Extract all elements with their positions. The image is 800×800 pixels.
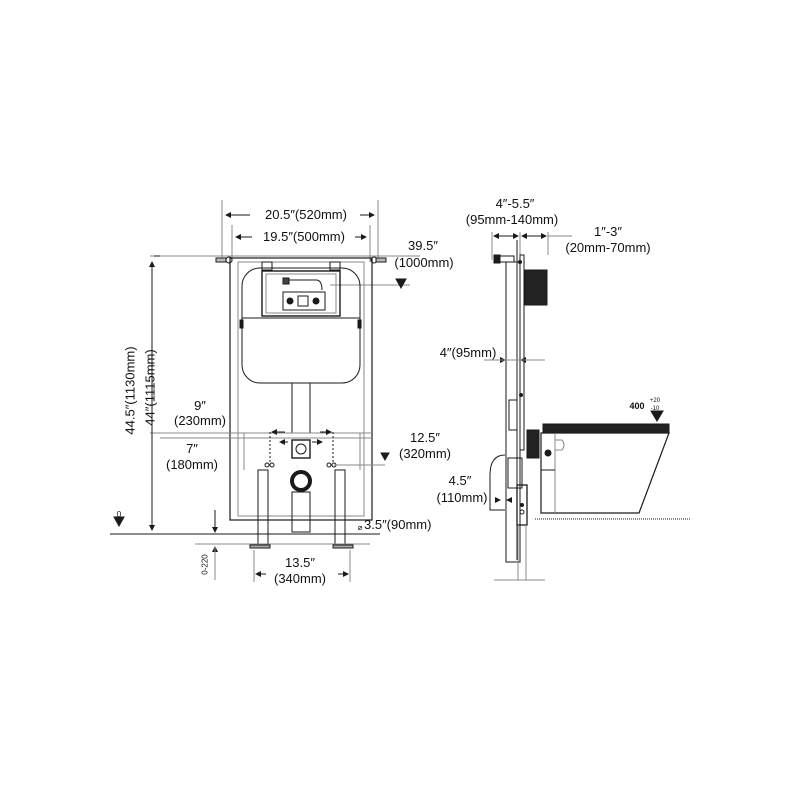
dim-total-height: 44.5″(1130mm) <box>122 346 138 435</box>
diameter-symbol: ⌀ <box>357 523 363 532</box>
floor-zero-label: 0 <box>116 510 122 519</box>
seat-height-label: 400 <box>629 401 645 411</box>
dim-drain-diameter: 3.5″(90mm) <box>364 517 432 532</box>
dim-feet-spacing-mm: (340mm) <box>273 571 326 586</box>
dim-bolt-height-in: 12.5″ <box>410 430 440 445</box>
dim-feet-spacing-in: 13.5″ <box>285 555 315 570</box>
dim-pipe-offset-in: 4.5″ <box>448 473 472 488</box>
dim-bolt-height-mm: (320mm) <box>398 446 451 461</box>
dim-width-inner: 19.5″(500mm) <box>263 229 345 244</box>
side-view <box>484 232 690 581</box>
front-view <box>110 200 420 582</box>
dim-depth-range-in: 4″-5.5″ <box>495 196 535 211</box>
dim-inlet-spacing-mm: (180mm) <box>165 457 218 472</box>
dim-wall-range-in: 1″-3″ <box>594 224 622 239</box>
foot-adjust-label: 0-220 <box>200 554 210 575</box>
dim-inlet-spacing-in: 7″ <box>186 441 198 456</box>
dim-pipe-offset-mm: (110mm) <box>436 490 488 505</box>
seat-tolerance-plus: +20 <box>649 398 661 404</box>
dim-bolt-spacing-mm: (230mm) <box>173 413 226 428</box>
dim-top-height-in: 39.5″ <box>408 238 438 253</box>
dim-frame-height: 44″(1115mm) <box>142 349 158 426</box>
dim-top-height-mm: (1000mm) <box>394 255 454 270</box>
dim-frame-depth: 4″(95mm) <box>439 345 497 360</box>
dim-bolt-spacing-in: 9″ <box>194 398 206 413</box>
dim-depth-range-mm: (95mm-140mm) <box>465 212 559 227</box>
dim-wall-range-mm: (20mm-70mm) <box>565 240 651 255</box>
seat-tolerance-minus: -10 <box>650 406 660 412</box>
dim-width-outer: 20.5″(520mm) <box>265 207 347 222</box>
